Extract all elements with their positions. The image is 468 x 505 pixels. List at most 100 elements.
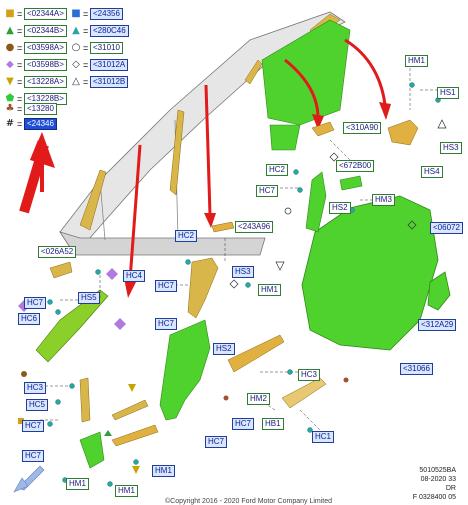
legend-symbol-icon: # xyxy=(5,118,15,129)
legend-equals: = xyxy=(17,94,23,104)
drawing-ref: F 0328400 05 xyxy=(412,494,456,501)
legend-code-link[interactable]: <13228A> xyxy=(24,76,67,88)
legend-code-link[interactable]: <31012B xyxy=(90,76,129,88)
callout-hm2[interactable]: HM2 xyxy=(247,393,270,405)
legend-row-1: ▲=<02344B> xyxy=(4,25,94,37)
callout-hc2-center[interactable]: HC2 xyxy=(175,230,198,242)
drawing-reference-block: 5010525BA 08-2020 33 DR F 0328400 05 xyxy=(413,466,456,502)
callout-hc7-center2[interactable]: HC7 xyxy=(155,318,178,330)
body-green-liners xyxy=(261,19,351,151)
legend-equals: = xyxy=(83,26,89,36)
callout-hc7-center[interactable]: HC7 xyxy=(155,280,178,292)
legend-code-link[interactable]: <03598A> xyxy=(24,42,67,54)
legend-symbol-icon: ⬟ xyxy=(5,93,15,104)
callout-hm1-left[interactable]: HM1 xyxy=(66,478,89,490)
legend-symbol-icon: ○ xyxy=(71,42,81,53)
legend-symbol-icon: ▲ xyxy=(6,25,14,36)
legend-equals: = xyxy=(83,43,89,53)
callout-hc4[interactable]: HC4 xyxy=(123,270,146,282)
legend-code-link[interactable]: <13280 xyxy=(24,103,57,115)
legend-symbol-icon: ■ xyxy=(5,8,15,19)
legend-equals: = xyxy=(17,43,23,53)
b-pillar-trim xyxy=(159,257,327,421)
legend-symbol-icon: ▲ xyxy=(72,25,80,36)
legend-code-link[interactable]: <280C46 xyxy=(90,25,129,37)
callout-hm1-top[interactable]: HM1 xyxy=(405,55,428,67)
callout-310a90[interactable]: <310A90 xyxy=(343,122,382,134)
legend-code-link[interactable]: <02344B> xyxy=(24,25,67,37)
legend-row-2: ●=<03598A> xyxy=(4,42,94,54)
callout-hc1[interactable]: HC1 xyxy=(312,431,335,443)
rear-quarter-trim-panel xyxy=(301,195,451,351)
callout-hc6[interactable]: HC6 xyxy=(18,313,41,325)
callout-hs3-right[interactable]: HS3 xyxy=(440,142,462,154)
legend-row-right-4: △=<31012B xyxy=(70,76,160,88)
legend-row-6: ♣=<13280 xyxy=(4,103,94,115)
callout-hs2-center[interactable]: HS2 xyxy=(213,343,235,355)
legend-code-link[interactable]: <02344A> xyxy=(24,8,67,20)
legend-equals: = xyxy=(17,104,23,114)
legend-row-4: ▼=<13228A> xyxy=(4,76,94,88)
legend-equals: = xyxy=(83,60,89,70)
legend-equals: = xyxy=(83,9,89,19)
legend-equals: = xyxy=(83,77,89,87)
callout-312a29[interactable]: <312A29 xyxy=(418,319,457,331)
callout-hc7-bottom2[interactable]: HC7 xyxy=(205,436,228,448)
legend-row-right-0: ■=<24356 xyxy=(70,8,160,20)
callout-hs2-right[interactable]: HS2 xyxy=(329,202,351,214)
legend-symbol-icon: ◆ xyxy=(6,59,14,70)
callout-hm1-low[interactable]: HM1 xyxy=(152,465,175,477)
callout-hb1[interactable]: HB1 xyxy=(262,418,284,430)
callout-hc3-right[interactable]: HC3 xyxy=(298,369,321,381)
callout-hm1-bottom[interactable]: HM1 xyxy=(115,485,138,497)
legend-code-link[interactable]: <24346 xyxy=(24,118,57,130)
callout-hm1-mid[interactable]: HM1 xyxy=(258,284,281,296)
legend-code-link[interactable]: <31012A xyxy=(90,59,129,71)
callout-hs3-center[interactable]: HS3 xyxy=(232,266,254,278)
legend-row-3: ◆=<03598B> xyxy=(4,59,94,71)
copyright-notice: ©Copyright 2016 - 2020 Ford Motor Compan… xyxy=(165,498,333,505)
drawing-number: 5010525BA xyxy=(419,467,456,474)
upper-rear-bracket xyxy=(211,119,419,233)
callout-243a96[interactable]: <243A96 xyxy=(235,221,274,233)
callout-hs4[interactable]: HS4 xyxy=(421,166,443,178)
callout-hc2-right[interactable]: HC2 xyxy=(266,164,289,176)
legend-code-link[interactable]: <31010 xyxy=(90,42,123,54)
callout-hc7-left1[interactable]: HC7 xyxy=(24,297,47,309)
direction-arrows xyxy=(19,38,391,298)
legend-equals: = xyxy=(17,60,23,70)
drawing-code: DR xyxy=(445,485,456,492)
legend-row-0: ■=<02344A> xyxy=(4,8,94,20)
legend-equals: = xyxy=(17,77,23,87)
callout-06072[interactable]: <06072 xyxy=(430,222,463,234)
callout-hc7-left2[interactable]: HC7 xyxy=(22,420,45,432)
legend-symbol-icon: ■ xyxy=(71,8,81,19)
legend-row-right-3: ◇=<31012A xyxy=(70,59,160,71)
legend-symbol-icon: ● xyxy=(5,42,15,53)
callout-31066[interactable]: <31066 xyxy=(400,363,433,375)
legend-symbol-icon: ◇ xyxy=(72,59,80,70)
legend-symbol-icon: ▼ xyxy=(6,76,14,87)
front-direction-arrow xyxy=(13,465,45,493)
drawing-date: 08-2020 33 xyxy=(420,476,456,483)
callout-hc7-left3[interactable]: HC7 xyxy=(22,450,45,462)
callout-hc5[interactable]: HC5 xyxy=(26,399,49,411)
legend-equals: = xyxy=(17,26,23,36)
callout-hc3-left[interactable]: HC3 xyxy=(24,382,47,394)
legend-code-link[interactable]: <03598B> xyxy=(24,59,67,71)
legend-code-link[interactable]: <24356 xyxy=(90,8,123,20)
callout-672b00[interactable]: <672B00 xyxy=(336,160,375,172)
callout-hm3[interactable]: HM3 xyxy=(372,194,395,206)
legend-symbol-icon: △ xyxy=(72,76,80,87)
callout-hs5[interactable]: HS5 xyxy=(78,292,100,304)
callout-026a52[interactable]: <026A52 xyxy=(38,246,77,258)
callout-hc7-bottom[interactable]: HC7 xyxy=(232,418,255,430)
callout-hc7-mid[interactable]: HC7 xyxy=(256,185,279,197)
legend-equals: = xyxy=(17,119,23,129)
callout-hs1[interactable]: HS1 xyxy=(437,87,459,99)
d-pillar-trim xyxy=(305,171,363,233)
a-pillar-trim xyxy=(35,261,159,469)
legend-equals: = xyxy=(17,9,23,19)
